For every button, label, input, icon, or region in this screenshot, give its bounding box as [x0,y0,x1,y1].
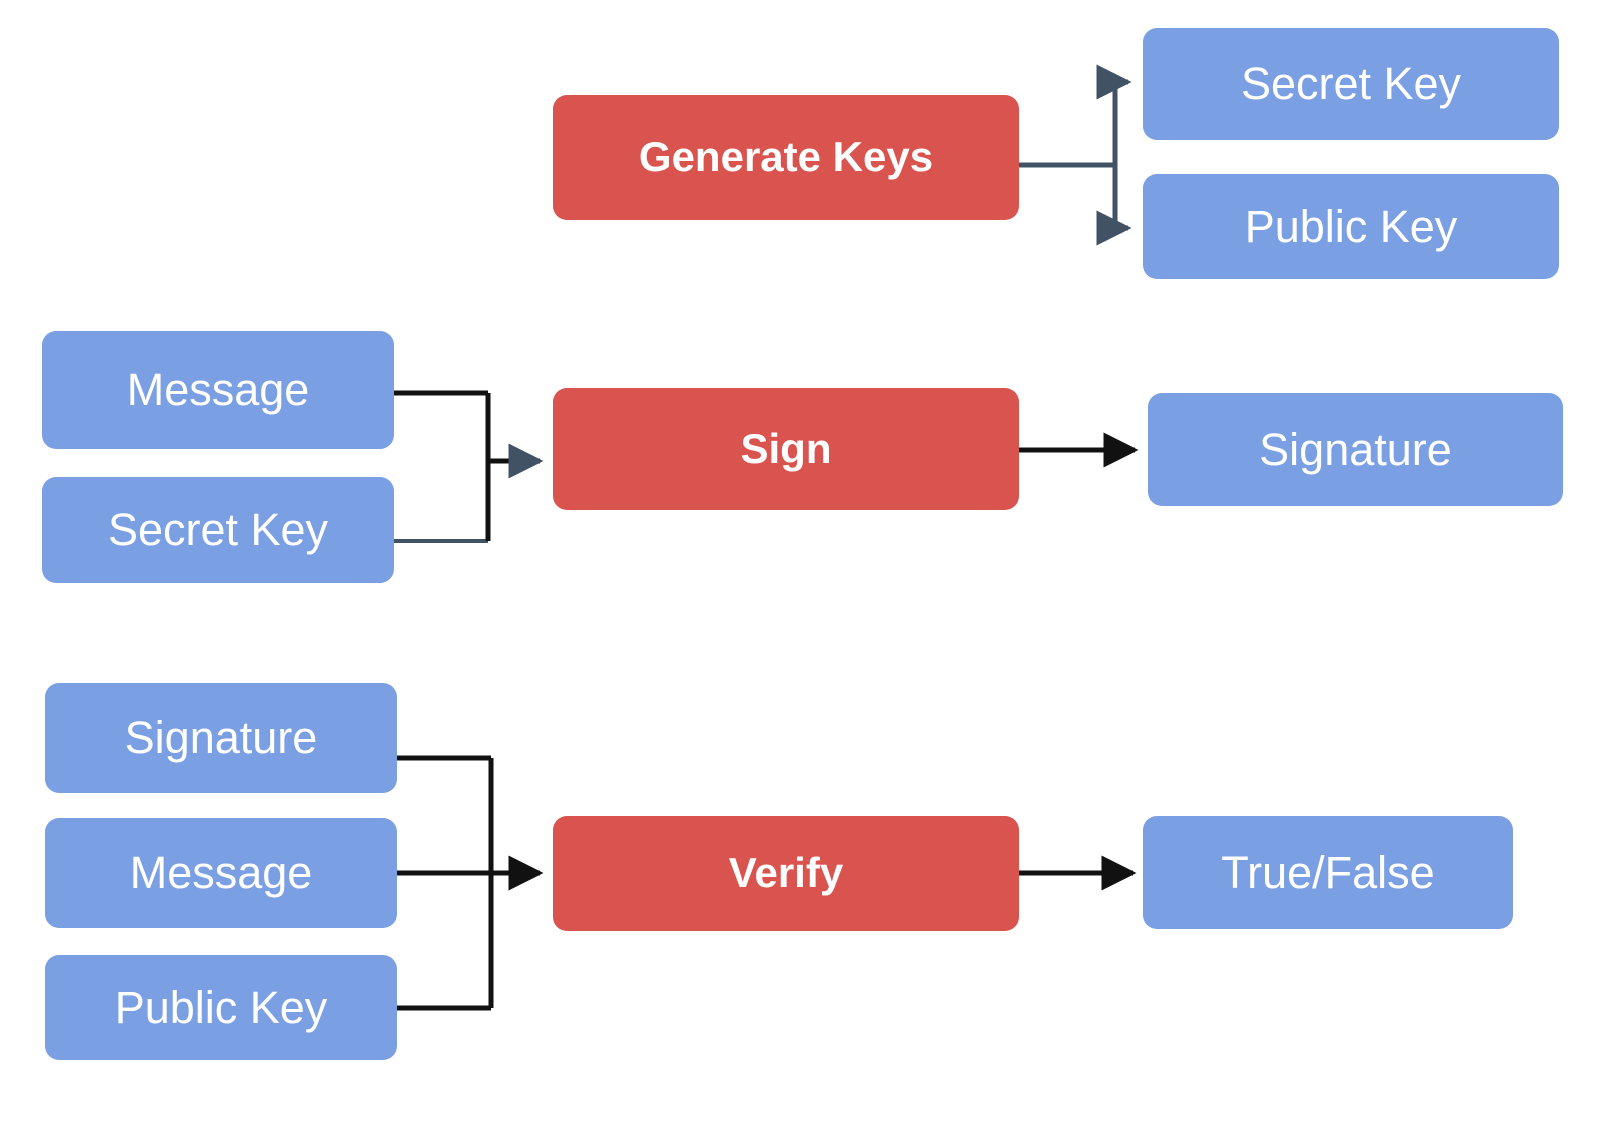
node-sign[interactable]: Sign [553,388,1019,510]
edge-generate-keys-branch [1019,64,1132,246]
node-public-key-output-label: Public Key [1244,200,1458,252]
node-generate-keys-label: Generate Keys [638,133,934,181]
node-verify[interactable]: Verify [553,816,1019,931]
node-message-sign-input-label: Message [126,364,310,416]
node-secret-key-input-label: Secret Key [107,504,329,556]
node-generate-keys[interactable]: Generate Keys [553,95,1019,220]
edge-verify-inputs [397,755,544,1011]
node-signature-input-label: Signature [124,712,318,764]
node-secret-key-input[interactable]: Secret Key [42,477,394,583]
node-sign-label: Sign [740,424,832,472]
node-true-false-output-label: True/False [1221,846,1435,898]
node-message-verify-input-label: Message [129,847,313,899]
node-message-verify-input[interactable]: Message [45,818,397,928]
node-secret-key-output-label: Secret Key [1240,58,1462,110]
node-verify-label: Verify [728,849,844,897]
node-signature-input[interactable]: Signature [45,683,397,793]
node-public-key-output[interactable]: Public Key [1143,174,1559,279]
node-public-key-input[interactable]: Public Key [45,955,397,1060]
node-public-key-input-label: Public Key [114,981,328,1033]
node-signature-output[interactable]: Signature [1148,393,1563,506]
edge-sign-inputs [394,390,544,543]
node-secret-key-output[interactable]: Secret Key [1143,28,1559,140]
node-signature-output-label: Signature [1259,423,1452,475]
node-message-sign-input[interactable]: Message [42,331,394,449]
node-true-false-output[interactable]: True/False [1143,816,1513,929]
